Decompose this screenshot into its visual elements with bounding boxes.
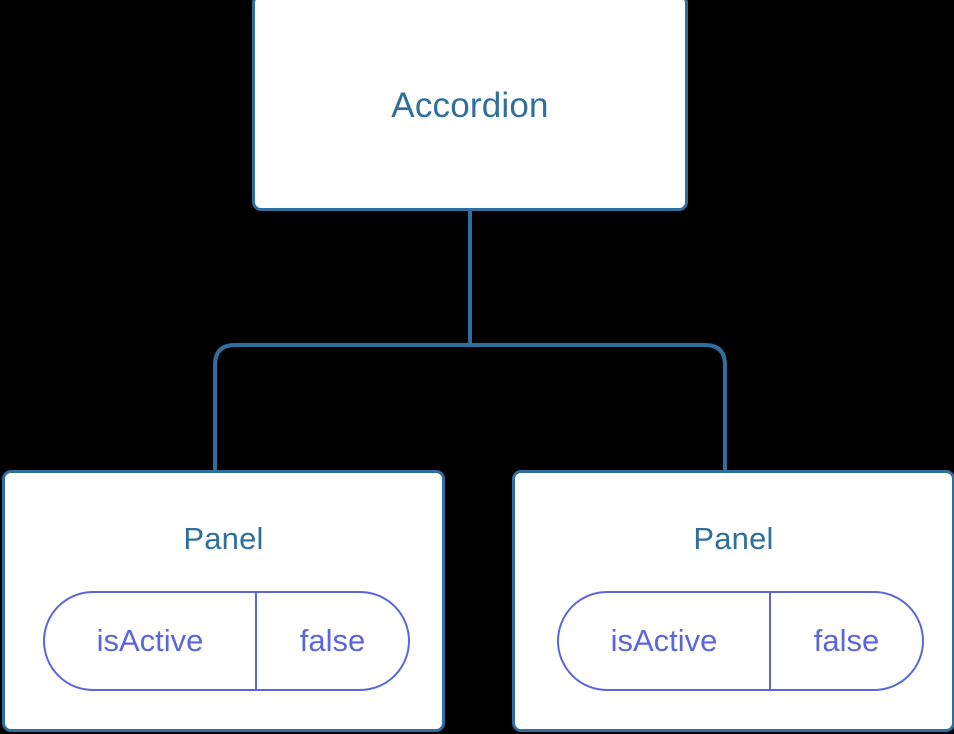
prop-pill-isactive-right[interactable]: isActive false: [557, 591, 924, 691]
node-accordion[interactable]: Accordion: [252, 0, 688, 211]
prop-key-isactive-left: isActive: [45, 593, 257, 689]
prop-value-isactive-left: false: [299, 623, 366, 658]
node-panel-left-label: Panel: [183, 521, 264, 556]
prop-pill-isactive-left[interactable]: isActive false: [43, 591, 410, 691]
node-panel-right-label: Panel: [693, 521, 774, 556]
edge-root-to-panel-right: [470, 343, 727, 472]
prop-key-isactive-right: isActive: [559, 593, 771, 689]
node-accordion-label: Accordion: [391, 86, 549, 125]
node-panel-right[interactable]: Panel isActive false: [512, 470, 954, 732]
prop-value-isactive-right: false: [813, 623, 880, 658]
node-panel-left[interactable]: Panel isActive false: [2, 470, 445, 732]
edge-root-to-panel-left: [213, 343, 470, 472]
